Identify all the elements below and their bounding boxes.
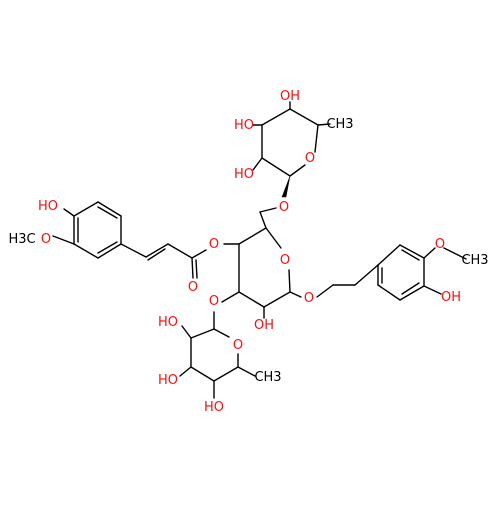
oh-label: OH	[254, 318, 274, 333]
methoxy-oxygen-label: O	[41, 232, 51, 247]
ho-label: HO	[234, 118, 254, 133]
oh-label: OH	[441, 290, 461, 305]
ferulic-moiety	[52, 201, 207, 279]
ring-oxygen-label: O	[305, 151, 315, 166]
ho-label: HO	[204, 400, 224, 415]
glucose-ring	[221, 207, 302, 319]
methyl-label: CH3	[254, 370, 281, 385]
aglycone-moiety	[316, 244, 467, 301]
methyl-label: CH3	[461, 253, 488, 268]
oxygen-label: O	[279, 200, 289, 215]
ho-label: HO	[158, 373, 178, 388]
methyl-label: CH3	[326, 117, 353, 132]
ring-oxygen-label: O	[233, 338, 243, 353]
carbonyl-oxygen-label: O	[188, 280, 198, 295]
methoxy-oxygen-label: O	[435, 237, 445, 252]
top-rhamnose-ring	[252, 101, 331, 198]
methyl-label: H3C	[8, 232, 35, 247]
ring-oxygen-label: O	[280, 253, 290, 268]
ho-label: HO	[38, 199, 58, 214]
bottom-rhamnose-ring	[179, 311, 256, 399]
ho-label: HO	[234, 167, 254, 182]
ho-label: HO	[158, 315, 178, 330]
oh-label: OH	[280, 89, 300, 104]
oxygen-label: O	[209, 294, 219, 309]
oxygen-label: O	[304, 291, 314, 306]
ester-oxygen-label: O	[209, 237, 219, 252]
